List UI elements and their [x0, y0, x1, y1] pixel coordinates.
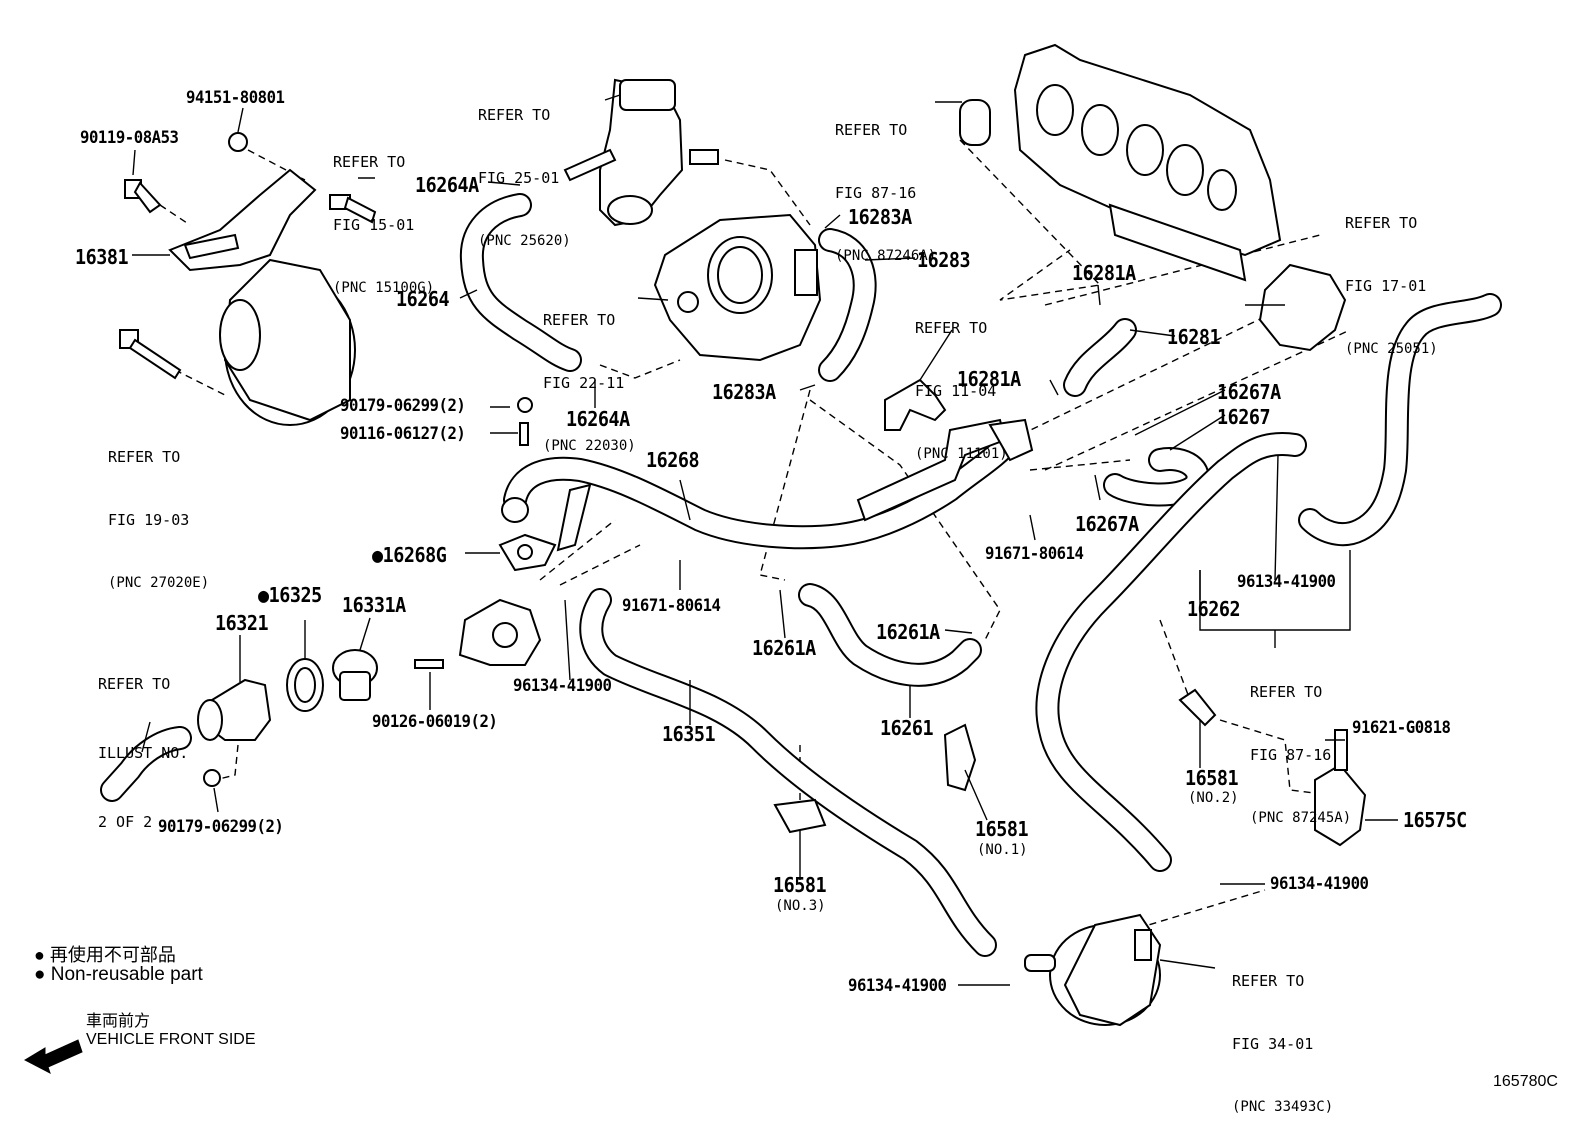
ref-line: FIG 15-01	[333, 216, 415, 234]
ref-line: (PNC 25051)	[1345, 341, 1438, 357]
refer-fig-25-01: REFER TO FIG 25-01 (PNC 25620)	[478, 63, 571, 273]
ref-line: REFER TO	[915, 319, 988, 337]
ref-line: (PNC 87245A)	[1250, 810, 1352, 826]
ref-line: 2 OF 2	[98, 813, 153, 831]
hoses	[100, 193, 1502, 957]
leader-lines	[132, 94, 1398, 986]
diagram-drawing	[23, 43, 1502, 1075]
part-label: 96134-41900	[1270, 874, 1369, 894]
part-label: 16267A	[1075, 512, 1139, 536]
legend-non-reusable-ja: ● 再使用不可部品	[34, 945, 176, 965]
ref-line: (PNC 22030)	[543, 438, 636, 454]
ref-line: REFER TO	[543, 311, 616, 329]
refer-fig-17-01: REFER TO FIG 17-01 (PNC 25051)	[1345, 171, 1438, 381]
ref-line: FIG 17-01	[1345, 277, 1427, 295]
ref-line: ILLUST NO.	[98, 744, 189, 762]
ref-line: (PNC 87246A)	[835, 248, 937, 264]
parts-diagram: 94151-80801 90119-08A53 16381 16264A 162…	[23, 43, 1558, 1115]
part-label: 16283A	[848, 205, 912, 229]
part-label: 16264A	[415, 173, 479, 197]
note-no2: (NO.2)	[1188, 790, 1239, 806]
part-label: 16581	[975, 817, 1029, 841]
part-label: 16267	[1217, 405, 1271, 429]
vehicle-front-en: VEHICLE FRONT SIDE	[86, 1031, 256, 1048]
part-label: 90179-06299(2)	[158, 817, 284, 837]
part-label: 16581	[1185, 766, 1239, 790]
refer-fig-34-01: REFER TO FIG 34-01 (PNC 33493C)	[1232, 929, 1333, 1139]
part-label: 16268	[646, 448, 700, 472]
part-label: 90116-06127(2)	[340, 424, 466, 444]
part-label: 16331A	[342, 593, 406, 617]
ref-line: FIG 25-01	[478, 169, 560, 187]
part-label: 91621-G0818	[1352, 718, 1451, 738]
ref-line: FIG 22-11	[543, 374, 625, 392]
part-label: 16283A	[712, 380, 776, 404]
part-label: 91671-80614	[985, 544, 1084, 564]
part-label: 16261A	[876, 620, 940, 644]
ref-line: FIG 87-16	[835, 184, 917, 202]
part-label: 96134-41900	[513, 676, 612, 696]
part-label: 16575C	[1403, 808, 1467, 832]
part-label: ●16325	[258, 583, 322, 607]
ref-line: (PNC 25620)	[478, 233, 571, 249]
ref-line: REFER TO	[835, 121, 908, 139]
vehicle-front-ja: 車両前方	[86, 1013, 151, 1030]
part-label: 16261	[880, 716, 934, 740]
part-label: 96134-41900	[1237, 572, 1336, 592]
refer-fig-19-03: REFER TO FIG 19-03 (PNC 27020E)	[108, 405, 209, 615]
ref-line: REFER TO	[478, 106, 551, 124]
ref-line: REFER TO	[333, 153, 406, 171]
refer-fig-15-01: REFER TO FIG 15-01 (PNC 15100G)	[333, 110, 434, 320]
part-label: 16281A	[957, 367, 1021, 391]
part-label: 16281A	[1072, 261, 1136, 285]
note-no1: (NO.1)	[977, 842, 1028, 858]
part-label: ●16268G	[372, 543, 447, 567]
part-label: 16261A	[752, 636, 816, 660]
legend-non-reusable-en: ● Non-reusable part	[34, 964, 203, 985]
ref-line: REFER TO	[98, 675, 171, 693]
refer-fig-22-11: REFER TO FIG 22-11 (PNC 22030)	[543, 268, 636, 478]
refer-fig-11-04: REFER TO FIG 11-04 (PNC 11101)	[915, 276, 1008, 486]
ref-line: (PNC 15100G)	[333, 280, 435, 296]
ref-line: (PNC 33493C)	[1232, 1099, 1334, 1115]
part-label: 16351	[662, 722, 716, 746]
part-label: 16283	[917, 248, 971, 272]
ref-line: REFER TO	[1345, 214, 1418, 232]
ref-line: REFER TO	[1232, 972, 1305, 990]
refer-fig-87-16-a: REFER TO FIG 87-16 (PNC 87246A)	[835, 78, 936, 288]
part-label: 96134-41900	[848, 976, 947, 996]
part-label: 16262	[1187, 597, 1241, 621]
ref-line: FIG 11-04	[915, 382, 997, 400]
ref-line: FIG 19-03	[108, 511, 190, 529]
ref-line: (PNC 27020E)	[108, 575, 210, 591]
figure-id: 165780C	[1493, 1073, 1558, 1090]
part-label: 16321	[215, 611, 269, 635]
part-label: 90179-06299(2)	[340, 396, 466, 416]
dashed-guides	[159, 139, 1351, 936]
ref-line: REFER TO	[108, 448, 181, 466]
part-label: 16264	[396, 287, 450, 311]
part-label: 90119-08A53	[80, 128, 179, 148]
part-label: 91671-80614	[622, 596, 721, 616]
ref-line: REFER TO	[1250, 683, 1323, 701]
part-label: 90126-06019(2)	[372, 712, 498, 732]
part-label: 16581	[773, 873, 827, 897]
ref-line: (PNC 11101)	[915, 446, 1008, 462]
part-label: 94151-80801	[186, 88, 285, 108]
part-label: 16281	[1167, 325, 1221, 349]
part-label: 16381	[75, 245, 129, 269]
part-label: 16267A	[1217, 380, 1281, 404]
components	[23, 43, 1367, 1075]
note-no3: (NO.3)	[775, 898, 826, 914]
part-label: 16264A	[566, 407, 630, 431]
ref-line: FIG 34-01	[1232, 1035, 1314, 1053]
refer-fig-87-16-b: REFER TO FIG 87-16 (PNC 87245A)	[1250, 640, 1351, 850]
ref-line: FIG 87-16	[1250, 746, 1332, 764]
refer-illust-2-of-2: REFER TO ILLUST NO. 2 OF 2	[98, 627, 188, 857]
